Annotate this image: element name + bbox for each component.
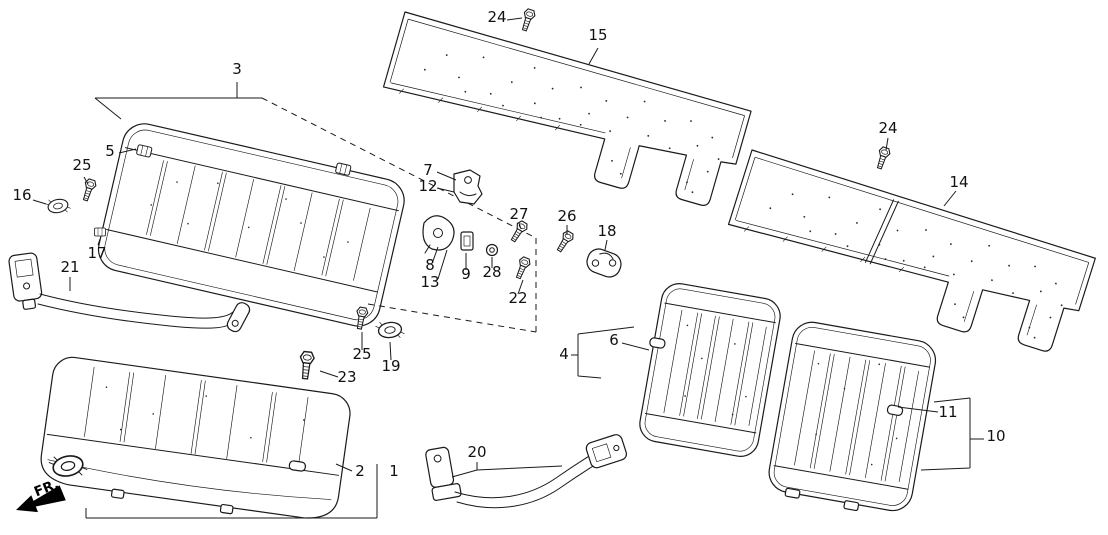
part-label-23: 23 xyxy=(337,368,356,386)
part-label-26: 26 xyxy=(557,207,576,225)
belt-buckle xyxy=(585,434,628,469)
part-label-9: 9 xyxy=(461,265,471,283)
part-label-13: 13 xyxy=(420,273,439,291)
fr-arrow-icon xyxy=(16,485,66,513)
clip-17 xyxy=(94,227,106,237)
part-label-3: 3 xyxy=(232,60,242,78)
part-label-21: 21 xyxy=(60,258,79,276)
part-label-16: 16 xyxy=(12,186,31,204)
part-label-24a: 24 xyxy=(487,8,506,26)
seat-back-board xyxy=(718,149,1096,364)
part-label-10: 10 xyxy=(986,427,1005,445)
part-label-20: 20 xyxy=(467,443,486,461)
part-label-5: 5 xyxy=(105,142,115,160)
part-label-15: 15 xyxy=(588,26,607,44)
clip-9 xyxy=(460,231,474,251)
part-label-14: 14 xyxy=(949,173,968,191)
leader-lines xyxy=(32,17,984,519)
belt-anchor xyxy=(226,302,251,333)
seat-belt-right xyxy=(425,434,628,509)
belt-slot xyxy=(886,404,904,416)
part-label-25a: 25 xyxy=(72,156,91,174)
lock-bracket-7-12 xyxy=(453,169,483,205)
part-label-8: 8 xyxy=(425,256,435,274)
part-label-22: 22 xyxy=(508,289,527,307)
striker-plate-18 xyxy=(586,248,622,278)
part-label-2: 2 xyxy=(355,462,365,480)
seat-lock-8-13 xyxy=(422,215,455,254)
part-label-24b: 24 xyxy=(878,119,897,137)
part-label-28: 28 xyxy=(482,263,501,281)
part-label-1: 1 xyxy=(389,462,399,480)
seat-back-left xyxy=(639,283,781,457)
seat-back-right xyxy=(768,321,937,512)
part-label-19: 19 xyxy=(381,357,400,375)
part-label-7: 7 xyxy=(423,161,433,179)
assembly-dashed-lines xyxy=(261,97,537,333)
part-label-6: 6 xyxy=(609,331,619,349)
part-label-4: 4 xyxy=(559,345,569,363)
seat-cushion xyxy=(40,356,351,519)
part-label-11: 11 xyxy=(938,403,957,421)
seat-belt-left xyxy=(8,252,251,333)
belt-slot xyxy=(288,460,307,472)
part-label-18: 18 xyxy=(597,222,616,240)
washer-28 xyxy=(485,243,499,257)
part-labels: 24 15 3 5 25 16 17 7 12 27 26 18 8 13 9 … xyxy=(12,8,1005,480)
belt-slot xyxy=(649,337,666,349)
part-label-25b: 25 xyxy=(352,345,371,363)
part-label-27: 27 xyxy=(509,205,528,223)
part-label-12: 12 xyxy=(418,177,437,195)
part-label-17: 17 xyxy=(87,244,106,262)
rear-seat-back-cushion xyxy=(97,123,405,327)
